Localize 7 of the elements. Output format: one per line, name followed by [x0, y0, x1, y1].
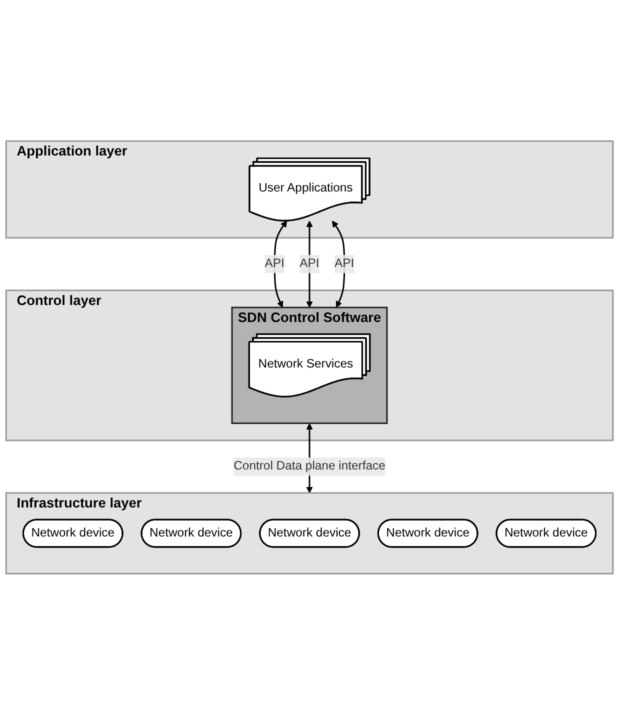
- edge-label: API: [264, 257, 284, 270]
- arrow: [306, 220, 313, 308]
- edge-label: API: [300, 257, 320, 270]
- arrow: [274, 220, 288, 308]
- arrow: [332, 220, 346, 308]
- edge-label: Control Data plane interface: [234, 460, 386, 473]
- edge-label: API: [334, 257, 354, 270]
